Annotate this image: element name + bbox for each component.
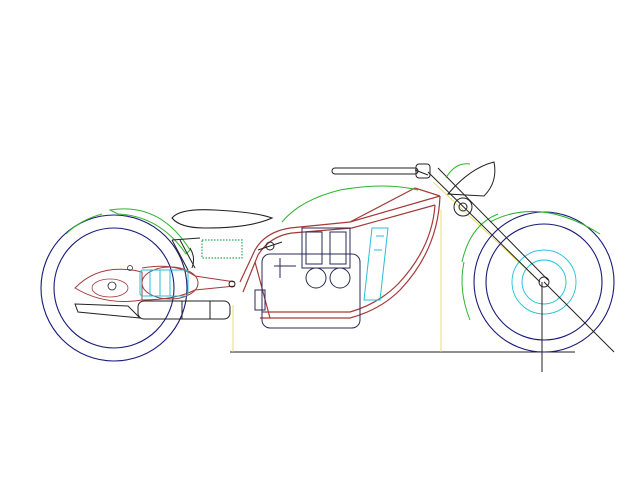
engine <box>254 227 361 329</box>
front-fork <box>427 167 615 372</box>
front-shock <box>363 227 389 301</box>
seat-struts <box>171 237 201 271</box>
exhaust <box>74 300 231 320</box>
linkage <box>228 241 283 288</box>
swingarm <box>141 265 236 301</box>
rear-wheel <box>40 214 188 362</box>
side-panel <box>201 239 243 259</box>
seat <box>171 209 274 229</box>
frame <box>239 187 441 319</box>
rear-shock <box>139 269 189 297</box>
reference-lines <box>232 181 541 352</box>
handlebar <box>331 163 431 179</box>
fuel-tank <box>281 185 419 223</box>
rear-fender <box>65 208 191 255</box>
front-fender <box>461 210 601 321</box>
headlight <box>445 161 496 217</box>
